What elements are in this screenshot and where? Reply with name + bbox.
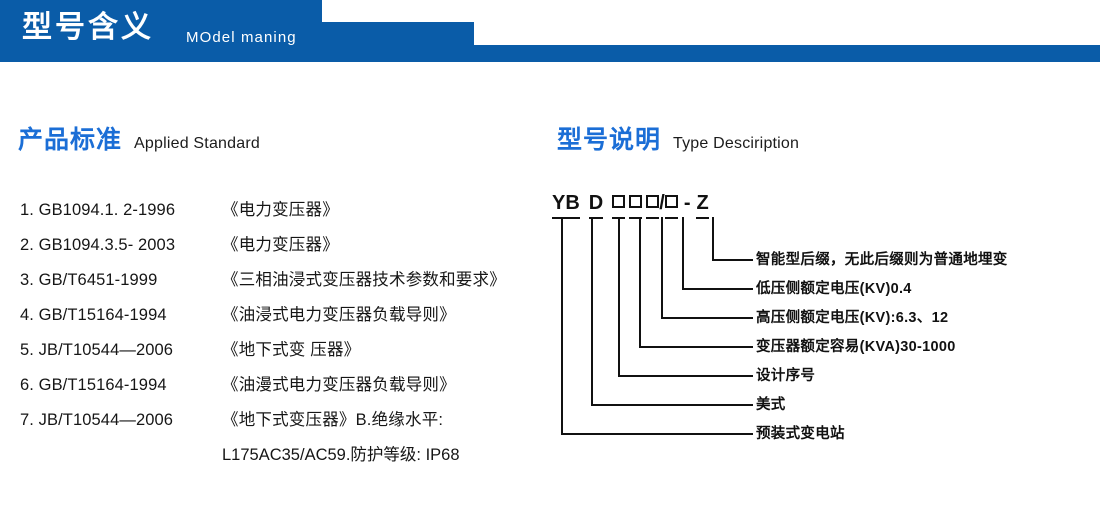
standard-name: 《油漫式电力变压器负载导则》 xyxy=(222,376,456,394)
code-segment-z: Z xyxy=(696,192,709,219)
code-segment-d: D xyxy=(588,192,604,219)
standard-item: 1. GB1094.1. 2-1996 《电力变压器》 xyxy=(20,196,550,231)
standard-code: 6. GB/T15164-1994 xyxy=(20,376,167,394)
type-label-smart-suffix: 智能型后缀，无此后缀则为普通地埋变 xyxy=(756,252,1008,268)
code-segment-yb: YB xyxy=(552,192,580,219)
standard-code: 1. GB1094.1. 2-1996 xyxy=(20,201,176,219)
code-box-icon xyxy=(612,195,626,208)
code-segment-box-1 xyxy=(612,192,626,219)
type-label-prefab-substation: 预装式变电站 xyxy=(756,426,845,442)
standard-code: 2. GB1094.3.5- 2003 xyxy=(20,236,176,254)
standard-item: 2. GB1094.3.5- 2003 《电力变压器》 xyxy=(20,231,550,266)
type-label-design-serial: 设计序号 xyxy=(756,368,816,384)
code-box-icon xyxy=(646,195,660,208)
banner-title-cn: 型号含义 xyxy=(22,11,154,44)
standard-item: 5. JB/T10544—2006 《地下式变 压器》 xyxy=(20,336,550,371)
code-separator-slash: / xyxy=(659,192,665,214)
standard-continuation-text: L175AC35/AC59.防护等级: IP68 xyxy=(222,446,460,464)
type-code-string: YB D /-Z xyxy=(552,192,709,220)
banner-title-en: MOdel maning xyxy=(186,29,297,46)
banner-shape-icon xyxy=(0,0,1100,62)
standard-name: 《电力变压器》 xyxy=(222,201,339,219)
standard-name: 《地下式变 压器》 xyxy=(222,341,361,359)
code-separator-dash: - xyxy=(683,192,691,214)
standard-code: 4. GB/T15164-1994 xyxy=(20,306,167,324)
standard-item: 6. GB/T15164-1994 《油漫式电力变压器负载导则》 xyxy=(20,371,550,406)
standards-heading-cn: 产品标准 xyxy=(18,126,123,154)
code-segment-box-4 xyxy=(664,192,678,219)
type-label-american-style: 美式 xyxy=(756,397,786,413)
standard-continuation-line: L175AC35/AC59.防护等级: IP68 xyxy=(20,441,550,476)
standard-item: 4. GB/T15164-1994 《油浸式电力变压器负载导则》 xyxy=(20,301,550,336)
standard-code: 3. GB/T6451-1999 xyxy=(20,271,158,289)
standards-list: 1. GB1094.1. 2-1996 《电力变压器》 2. GB1094.3.… xyxy=(20,196,550,476)
page-header-banner: 型号含义 MOdel maning xyxy=(0,0,1100,62)
code-segment-box-3 xyxy=(646,192,660,219)
code-box-icon xyxy=(664,195,678,208)
type-label-hv-rated-voltage: 高压侧额定电压(KV):6.3、12 xyxy=(756,310,949,326)
standard-item: 3. GB/T6451-1999 《三相油浸式变压器技术参数和要求》 xyxy=(20,266,550,301)
leader-lines-diagram xyxy=(561,217,753,435)
standard-name: 《地下式变压器》B.绝缘水平: xyxy=(222,411,444,429)
type-label-rated-capacity: 变压器额定容易(KVA)30-1000 xyxy=(756,339,956,355)
code-segment-box-2 xyxy=(629,192,643,219)
standard-code: 7. JB/T10544—2006 xyxy=(20,411,174,429)
type-heading-cn: 型号说明 xyxy=(557,126,662,154)
standard-item: 7. JB/T10544—2006 《地下式变压器》B.绝缘水平: xyxy=(20,406,550,441)
standards-heading-en: Applied Standard xyxy=(134,135,260,152)
type-label-lv-rated-voltage: 低压侧额定电压(KV)0.4 xyxy=(756,281,912,297)
standard-name: 《三相油浸式变压器技术参数和要求》 xyxy=(222,271,506,289)
standard-name: 《油浸式电力变压器负载导则》 xyxy=(222,306,456,324)
standards-section-heading: 产品标准 Applied Standard xyxy=(18,120,260,156)
code-box-icon xyxy=(629,195,643,208)
type-section-heading: 型号说明 Type Desciription xyxy=(557,120,799,156)
standard-code: 5. JB/T10544—2006 xyxy=(20,341,174,359)
standard-name: 《电力变压器》 xyxy=(222,236,339,254)
type-heading-en: Type Desciription xyxy=(673,135,800,152)
